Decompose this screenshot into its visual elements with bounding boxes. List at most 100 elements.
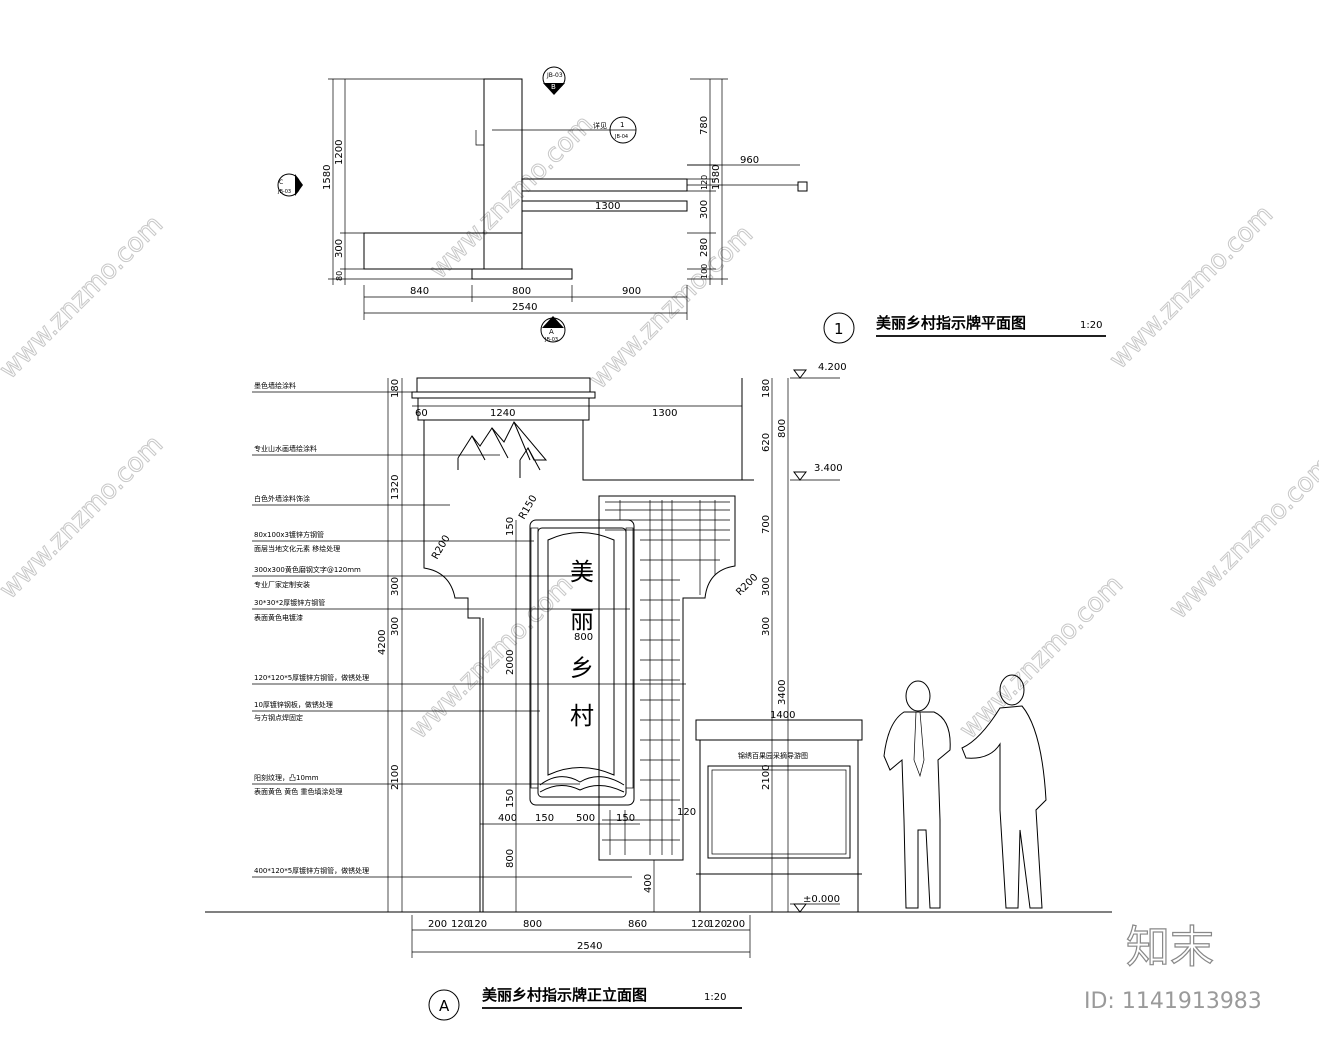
dim-label: 200 [726,919,745,930]
sign-char: 乡 [570,654,594,682]
dim-label: 860 [628,919,647,930]
info-board: 锦绣百果园采摘导游图 [695,719,863,912]
dim-label: 150 [535,813,554,824]
dim-label: 150 [505,517,516,536]
plan-base-left [363,232,523,270]
dim-label: 300 [390,577,401,596]
section-a-sheet: JB-03 [544,337,558,343]
human-figure-right [961,674,1047,909]
pillar-cap-bottom [417,397,590,421]
dim-label: 2100 [761,765,772,790]
brand-watermark: 知末 [1126,922,1214,973]
dim-label: 1400 [770,710,795,721]
callout-text: 专业厂家定制安装 [254,580,310,589]
callout-text: 30*30*2厚镀锌方钢管 [254,598,325,607]
watermark-text: www.znzmo.com [954,570,1129,745]
sign-frame-outer [529,519,635,806]
detail-ref-label: 详见 [593,121,607,130]
dims-right: 180 620 800 700 300 300 3400 2100 1400 1… [677,378,795,912]
dim-label: R200 [734,572,760,598]
dim-label: 500 [576,813,595,824]
watermark-text: www.znzmo.com [584,220,759,395]
pillar-right-top-edge [582,420,599,481]
lattice-screen [598,495,736,861]
callout-text: 300x300黄色磨钢文字@120mm [254,565,361,574]
dim-label: 120 [708,919,727,930]
dim-label: 120 [677,807,696,818]
dim-label: 1320 [390,475,401,500]
dim-label: 1240 [490,408,515,419]
dim-label: 2100 [390,765,401,790]
dim-label: 150 [505,789,516,808]
dim-label: 4200 [377,630,388,655]
sign-char: 村 [570,702,594,730]
dim-label: 120 [691,919,710,930]
dim-label: 2540 [512,302,537,313]
section-arrow-icon [543,83,565,95]
section-b-letter: B [551,83,556,91]
callout-text: 专业山水画墙绘涂料 [254,444,317,453]
detail-number: 1 [620,121,624,129]
dim-label: 120 [451,919,470,930]
watermark-layer: www.znzmo.com www.znzmo.com www.znzmo.co… [0,109,1319,745]
pillar-cap-top [416,377,591,393]
watermark-text: www.znzmo.com [404,570,579,745]
mountain-painting [457,421,548,461]
callout-text: 白色外墙涂料饰涂 [254,494,310,503]
pillar-left-edge [423,420,481,912]
level-markers: 4.200 3.400 ±0.000 [790,362,847,913]
callouts: 墨色墙绘涂料 专业山水画墙绘涂料 白色外墙涂料饰涂 80x100x3镀锌方钢管 … [252,381,686,878]
callout-text: 80x100x3镀锌方钢管 [254,530,324,539]
plan-scale: 1:20 [1080,320,1102,331]
dim-label: 300 [699,200,710,219]
callout-text: 10厚镀锌钢板，做锈处理 [254,700,333,709]
callout-text: 表面黄色电镀漆 [254,613,303,622]
dim-label: 1300 [595,201,620,212]
watermark-text: www.znzmo.com [0,430,169,605]
dim-label: 200 [428,919,447,930]
sign-panel [547,532,615,776]
dim-label: 280 [699,238,710,257]
dim-label: 400 [498,813,517,824]
watermark-text: www.znzmo.com [1164,450,1319,625]
plan-number: 1 [834,320,844,338]
level-label: ±0.000 [803,894,840,905]
dim-label: 150 [616,813,635,824]
dim-label: 800 [777,419,788,438]
section-a-letter: A [549,328,554,336]
callout-text: 表面黄色 黄色 重色填涂处理 [254,787,342,796]
dim-label: 700 [761,515,772,534]
elevation-letter: A [439,997,450,1015]
callout-text: 与方钢点焊固定 [254,713,303,722]
dim-label: 120 [700,175,709,190]
dim-label: 620 [761,433,772,452]
watermark-text: www.znzmo.com [0,210,169,385]
sign-char: 丽 [570,606,594,634]
dims-left: 180 1320 300 300 4200 2000 2100 150 150 … [377,378,517,913]
dim-label: 1200 [334,140,345,165]
image-id: ID: 1141913983 [1084,989,1262,1014]
dim-label: 1300 [652,408,677,419]
elevation-letter-icon [428,989,460,1021]
callout-text: 400*120*5厚镀锌方钢管，做锈处理 [254,866,369,875]
callout-text: 墨色墙绘涂料 [254,381,296,390]
section-arrow-icon [542,316,564,328]
plan-view: 1 JB-04 详见 JB-03 B C JB-03 A JB-03 1580 … [277,66,1106,344]
callout-text: 面层当地文化元素 移绘处理 [254,544,340,553]
dims-mid: 400 150 500 150 800 400 [480,632,655,912]
watermark-text: www.znzmo.com [424,110,599,285]
sign-char: 美 [570,558,594,586]
dim-label: 800 [512,286,531,297]
human-figure-left [883,680,951,909]
board-title: 锦绣百果园采摘导游图 [738,751,808,760]
dim-label: 840 [410,286,429,297]
elevation-view: 美 丽 乡 村 锦绣百果园采摘导游图 [205,362,1112,1021]
dim-label: 300 [761,617,772,636]
dim-label: 300 [390,617,401,636]
sign-frame-pattern [530,527,634,789]
callout-text: 阳刻纹理，凸10mm [254,773,319,782]
dim-label: 960 [740,155,759,166]
callout-text: 120*120*5厚镀锌方钢管，做锈处理 [254,673,369,682]
dim-label: 60 [415,408,428,419]
